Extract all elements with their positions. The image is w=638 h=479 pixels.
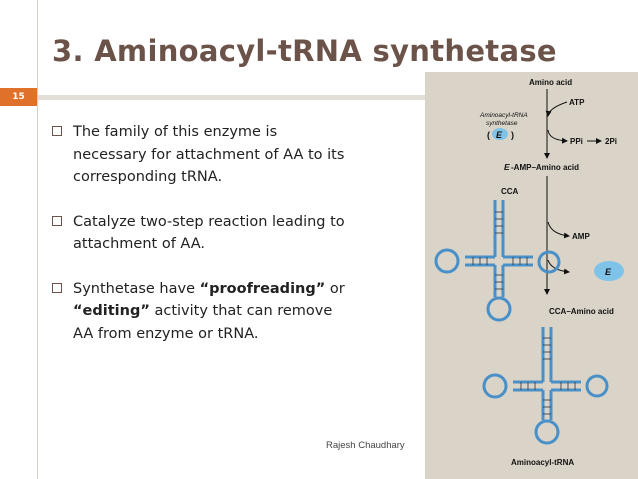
ppi-arrow — [547, 129, 568, 144]
amp-arrow — [547, 221, 570, 239]
title-divider — [38, 95, 426, 100]
bullet-item: The family of this enzyme is necessary f… — [52, 121, 352, 189]
checkbox-bullet-icon — [52, 215, 62, 226]
trna-cloverleaf-2 — [482, 327, 609, 445]
bullet-text: Catalyze two-step reaction leading to at… — [73, 213, 345, 253]
cca-label: CCA — [501, 187, 519, 196]
slide-title: 3. Aminoacyl-tRNA synthetase — [52, 34, 557, 68]
bullet-list: The family of this enzyme is necessary f… — [52, 121, 352, 367]
bullet-text: The family of this enzyme is necessary f… — [73, 124, 345, 185]
amp-complex-enzyme: E — [504, 162, 510, 172]
released-enzyme-icon — [594, 261, 624, 281]
amino-acid-label: Amino acid — [529, 78, 572, 87]
left-border-line — [37, 0, 38, 479]
svg-text:(: ( — [487, 130, 490, 140]
bullet-emphasis-proofreading: “proofreading” — [199, 280, 326, 297]
ppi-label: PPi — [570, 137, 583, 146]
checkbox-bullet-icon — [52, 282, 62, 293]
released-enzyme-label: E — [605, 267, 612, 277]
svg-text:): ) — [511, 130, 514, 140]
trna-charging-figure: Amino acid Aminoacyl-tRNA synthetase ( E… — [425, 72, 638, 479]
amp-complex-label: -AMP–Amino acid — [511, 163, 579, 172]
enzyme-label: E — [496, 130, 503, 140]
enzyme-release-arrow — [547, 259, 570, 275]
two-pi-label: 2Pi — [605, 137, 617, 146]
bullet-emphasis-editing: “editing” — [73, 303, 150, 319]
enzyme-label-line2: synthetase — [486, 120, 518, 127]
cca-amino-acid-label: CCA–Amino acid — [549, 307, 614, 316]
checkbox-bullet-icon — [52, 126, 62, 136]
atp-arrow — [545, 101, 568, 117]
atp-label: ATP — [569, 98, 585, 107]
trna-base-pairs-1 — [472, 211, 528, 290]
amp-label: AMP — [572, 232, 590, 241]
bullet-item: Catalyze two-step reaction leading to at… — [52, 211, 352, 256]
trna-base-pairs-2 — [520, 337, 576, 415]
trna-cloverleaf-1 — [434, 200, 561, 322]
enzyme-blob-icon — [492, 128, 508, 140]
bullet-text-post: activity that can remove AA from enzyme … — [73, 303, 333, 342]
aminoacyl-trna-label: Aminoacyl-tRNA — [511, 458, 574, 467]
bullet-text-mid: or — [325, 280, 345, 297]
slide-number: 15 — [0, 88, 37, 106]
author-footer: Rajesh Chaudhary — [326, 440, 405, 451]
bullet-item: Synthetase have “proofreading” or “editi… — [52, 278, 352, 346]
bullet-text-pre: Synthetase have — [73, 280, 200, 297]
enzyme-label-line1: Aminoacyl-tRNA — [479, 112, 528, 119]
